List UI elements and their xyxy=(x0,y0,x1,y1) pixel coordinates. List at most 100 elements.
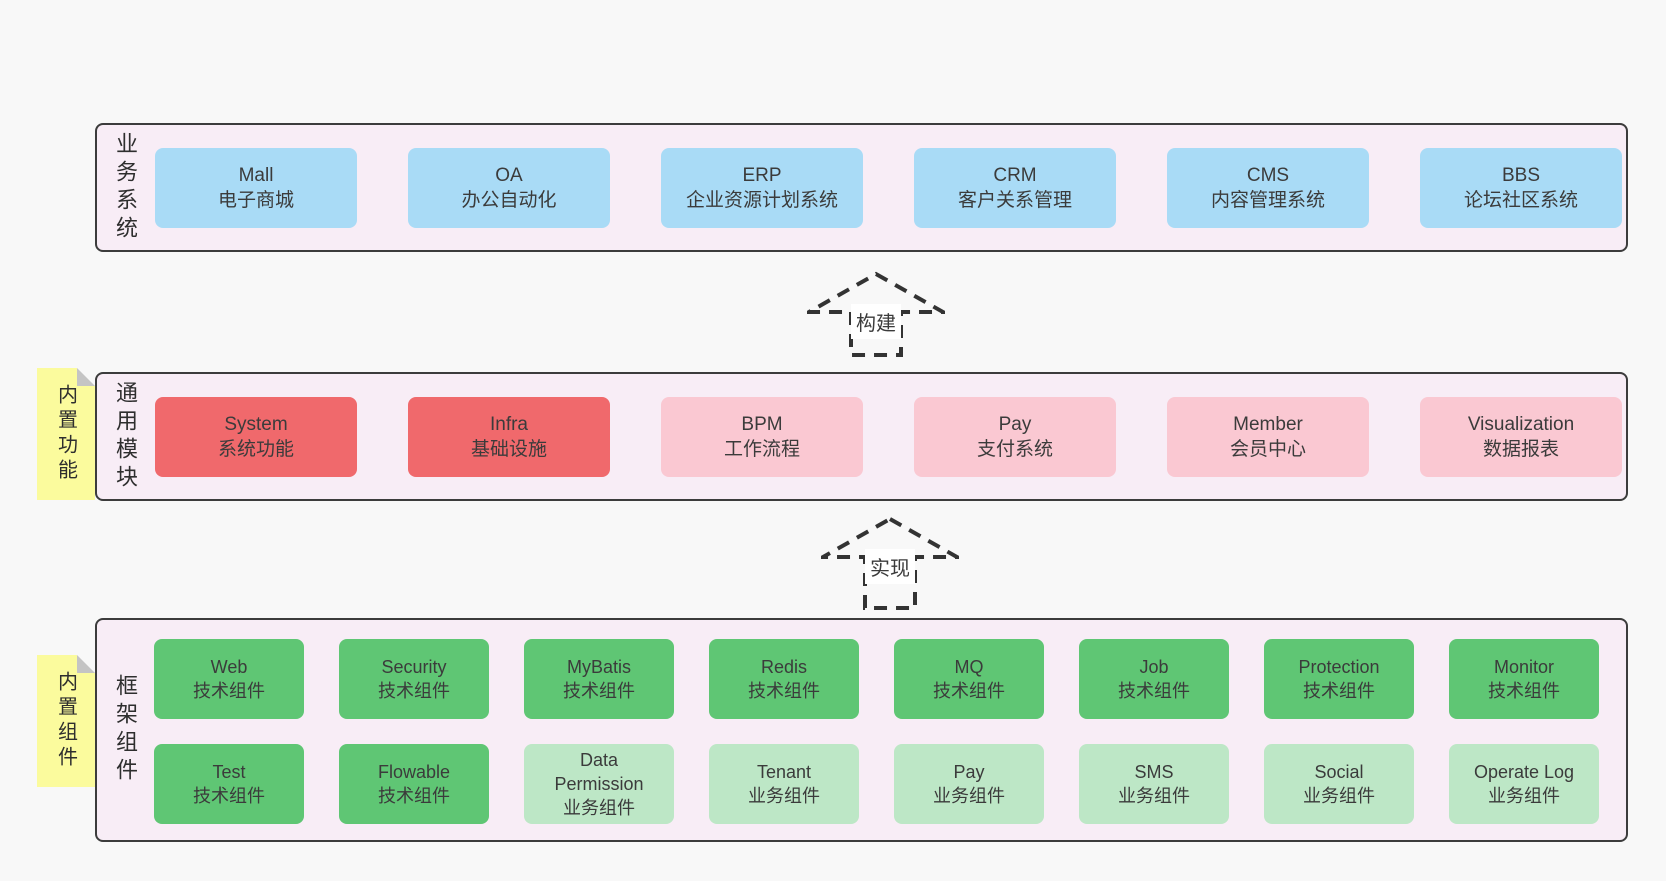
implement-arrow: 实现 xyxy=(821,516,959,610)
box-title: Operate Log xyxy=(1473,762,1575,782)
box-title: ERP xyxy=(742,165,782,186)
box-title: Member xyxy=(1233,414,1303,435)
box-title: Redis xyxy=(760,657,808,677)
box-subtitle: 技术组件 xyxy=(193,786,265,806)
builtin-features-label: 内置功能 xyxy=(54,384,77,484)
common-modules-panel: 通用模块 System 系统功能 Infra 基础设施 BPM 工作流程 Pay… xyxy=(95,372,1628,501)
box-subtitle: 技术组件 xyxy=(933,681,1005,701)
box-title: Pay xyxy=(998,414,1032,435)
build-arrow: 构建 xyxy=(807,271,945,357)
box-title: CMS xyxy=(1246,165,1290,186)
box-subtitle: 客户关系管理 xyxy=(957,190,1072,211)
box-subtitle: 企业资源计划系统 xyxy=(685,190,838,211)
box-subtitle: 基础设施 xyxy=(470,439,547,460)
box-social: Social 业务组件 xyxy=(1264,744,1414,824)
box-security: Security 技术组件 xyxy=(339,639,489,719)
box-title: System xyxy=(224,414,288,435)
box-subtitle: 技术组件 xyxy=(1488,681,1560,701)
builtin-components-sticky-note: 内置组件 xyxy=(37,655,95,787)
box-title: BBS xyxy=(1501,165,1541,186)
box-pay-component: Pay 业务组件 xyxy=(894,744,1044,824)
box-title: Pay xyxy=(953,762,985,782)
common-modules-label: 通用模块 xyxy=(113,380,138,493)
box-tenant: Tenant 业务组件 xyxy=(709,744,859,824)
box-subtitle: 业务组件 xyxy=(1488,786,1560,806)
box-crm: CRM 客户关系管理 xyxy=(914,148,1116,228)
box-title: OA xyxy=(495,165,523,186)
box-subtitle: 数据报表 xyxy=(1482,439,1559,460)
box-subtitle: 工作流程 xyxy=(723,439,800,460)
builtin-components-label: 内置组件 xyxy=(54,671,77,771)
box-subtitle: 业务组件 xyxy=(563,798,635,818)
box-subtitle: 会员中心 xyxy=(1229,439,1306,460)
box-protection: Protection 技术组件 xyxy=(1264,639,1414,719)
box-mq: MQ 技术组件 xyxy=(894,639,1044,719)
box-title: Job xyxy=(1139,657,1169,677)
box-title: Monitor xyxy=(1493,657,1555,677)
box-pay: Pay 支付系统 xyxy=(914,397,1116,477)
box-subtitle: 技术组件 xyxy=(378,786,450,806)
box-subtitle: 系统功能 xyxy=(217,439,294,460)
implement-arrow-label: 实现 xyxy=(865,549,915,584)
box-title: Social xyxy=(1314,762,1364,782)
box-sms: SMS 业务组件 xyxy=(1079,744,1229,824)
box-title: Security xyxy=(381,657,447,677)
box-erp: ERP 企业资源计划系统 xyxy=(661,148,863,228)
box-subtitle: 技术组件 xyxy=(193,681,265,701)
box-title: MQ xyxy=(954,657,984,677)
box-subtitle: 业务组件 xyxy=(748,786,820,806)
box-redis: Redis 技术组件 xyxy=(709,639,859,719)
builtin-features-sticky-note: 内置功能 xyxy=(37,368,95,500)
box-title: MyBatis xyxy=(566,657,631,677)
box-subtitle: 业务组件 xyxy=(933,786,1005,806)
box-subtitle: 技术组件 xyxy=(378,681,450,701)
box-subtitle: 业务组件 xyxy=(1118,786,1190,806)
box-web: Web 技术组件 xyxy=(154,639,304,719)
box-visualization: Visualization 数据报表 xyxy=(1420,397,1622,477)
box-mybatis: MyBatis 技术组件 xyxy=(524,639,674,719)
build-arrow-label: 构建 xyxy=(851,304,901,339)
box-oa: OA 办公自动化 xyxy=(408,148,610,228)
framework-components-panel: 框架组件 Web 技术组件 Security 技术组件 MyBatis 技术组件… xyxy=(95,618,1628,842)
box-title: Infra xyxy=(489,414,529,435)
box-title: BPM xyxy=(741,414,783,435)
box-system: System 系统功能 xyxy=(155,397,357,477)
box-subtitle: 技术组件 xyxy=(563,681,635,701)
box-subtitle: 电子商城 xyxy=(217,190,294,211)
box-infra: Infra 基础设施 xyxy=(408,397,610,477)
box-cms: CMS 内容管理系统 xyxy=(1167,148,1369,228)
box-subtitle: 支付系统 xyxy=(976,439,1053,460)
box-title: Mall xyxy=(238,165,274,186)
box-subtitle: 技术组件 xyxy=(748,681,820,701)
sticky-fold-corner-icon xyxy=(77,368,95,386)
box-subtitle: 内容管理系统 xyxy=(1210,190,1325,211)
box-title: Test xyxy=(212,762,246,782)
box-subtitle: 论坛社区系统 xyxy=(1463,190,1578,211)
box-monitor: Monitor 技术组件 xyxy=(1449,639,1599,719)
business-systems-label: 业务系统 xyxy=(113,131,138,244)
box-bpm: BPM 工作流程 xyxy=(661,397,863,477)
dashed-up-arrow-icon xyxy=(807,271,945,357)
box-title: Visualization xyxy=(1467,414,1575,435)
framework-components-label: 框架组件 xyxy=(113,674,138,786)
business-systems-panel: 业务系统 Mall 电子商城 OA 办公自动化 ERP 企业资源计划系统 CRM… xyxy=(95,123,1628,252)
box-job: Job 技术组件 xyxy=(1079,639,1229,719)
sticky-fold-corner-icon xyxy=(77,655,95,673)
box-test: Test 技术组件 xyxy=(154,744,304,824)
box-bbs: BBS 论坛社区系统 xyxy=(1420,148,1622,228)
box-title: SMS xyxy=(1134,762,1174,782)
box-subtitle: 技术组件 xyxy=(1118,681,1190,701)
box-title: Tenant xyxy=(756,762,812,782)
box-subtitle: 业务组件 xyxy=(1303,786,1375,806)
box-title: CRM xyxy=(993,165,1037,186)
box-data-permission: Data Permission 业务组件 xyxy=(524,744,674,824)
box-title: Data Permission xyxy=(554,750,644,794)
box-title: Flowable xyxy=(377,762,451,782)
box-flowable: Flowable 技术组件 xyxy=(339,744,489,824)
box-title: Web xyxy=(210,657,248,677)
box-title: Protection xyxy=(1298,657,1380,677)
box-subtitle: 技术组件 xyxy=(1303,681,1375,701)
box-operate-log: Operate Log 业务组件 xyxy=(1449,744,1599,824)
box-member: Member 会员中心 xyxy=(1167,397,1369,477)
